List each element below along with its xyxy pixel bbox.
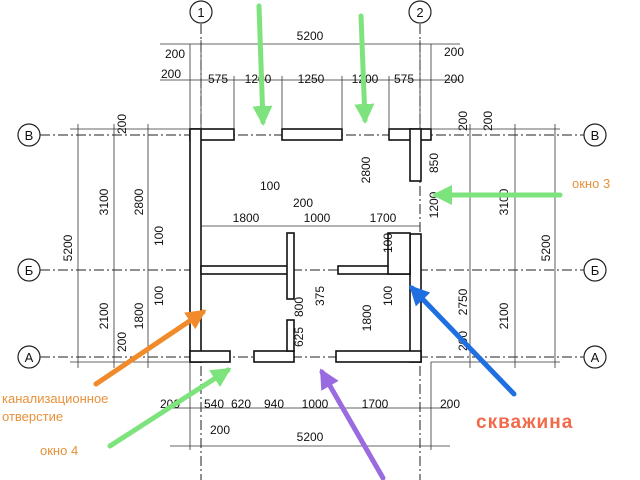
dimension-label: 2750 <box>456 288 470 315</box>
dimension-label: 200 <box>293 196 313 210</box>
dimension-label: 100 <box>152 286 166 306</box>
axis-bubble-b-left: Б <box>17 258 41 282</box>
axis-label: В <box>591 128 600 143</box>
dimension-label: 5200 <box>539 234 553 261</box>
dimension-label: 200 <box>160 397 180 411</box>
dimension-label: 200 <box>115 114 129 134</box>
dimensions-middle: 100 200 1800 1000 1700 800 375 625 1800 <box>233 179 397 347</box>
dimension-label: 3100 <box>497 188 511 215</box>
dimension-label: 375 <box>313 286 327 306</box>
dimension-label: 200 <box>165 47 185 61</box>
arrow-blue-skvazhina <box>409 285 517 397</box>
dimension-label: 100 <box>381 286 395 306</box>
wall-bottom-right <box>335 350 422 363</box>
axis-bubble-b-right: Б <box>583 258 607 282</box>
dimension-label: 200 <box>481 111 495 131</box>
dimension-label: 1700 <box>362 397 389 411</box>
extension-lines <box>70 40 560 450</box>
dimension-label: 1250 <box>298 72 325 86</box>
axis-label: 2 <box>416 5 423 20</box>
dimension-label: 1800 <box>360 304 374 331</box>
dimension-label: 200 <box>210 423 230 437</box>
wall-right-upper <box>409 128 422 182</box>
dimension-label: 1700 <box>370 211 397 225</box>
dimension-label: 540 <box>204 397 224 411</box>
dimension-label: 850 <box>427 153 441 173</box>
dimension-label: 575 <box>208 72 228 86</box>
label-okno3: окно 3 <box>572 176 610 191</box>
dimension-label: 200 <box>440 397 460 411</box>
dimension-label: 1000 <box>304 211 331 225</box>
dimensions-right: 200 200 2800 850 1200 3100 5200 2750 210… <box>359 111 553 351</box>
axis-bubble-v-right: В <box>583 123 607 147</box>
dimension-label: 2800 <box>132 188 146 215</box>
dimension-label: 200 <box>444 45 464 59</box>
wall-bottom-left <box>189 350 231 363</box>
dimension-label: 100 <box>260 179 280 193</box>
axis-bubble-a-left: А <box>17 345 41 369</box>
axis-label: В <box>25 128 34 143</box>
dimension-label: 1800 <box>132 302 146 329</box>
dimension-label: 620 <box>231 397 251 411</box>
dimension-label: 2800 <box>359 156 373 183</box>
arrow-purple <box>319 368 386 480</box>
axis-bubble-a-right: А <box>583 345 607 369</box>
wall-column-right <box>387 232 411 275</box>
dimension-label: 1200 <box>245 72 272 86</box>
annotation-arrows <box>93 3 563 480</box>
arrow-green-okno4 <box>107 367 232 449</box>
dimension-label: 575 <box>394 72 414 86</box>
label-kanal-line1: канализационное <box>2 391 108 406</box>
axis-bubble-v-left: В <box>17 123 41 147</box>
dimension-label: 1800 <box>233 211 260 225</box>
dimension-label: 200 <box>444 72 464 86</box>
wall-top-center <box>281 128 343 141</box>
dimension-label: 100 <box>152 226 166 246</box>
label-kanal-line2: отверстие <box>2 409 63 424</box>
label-skvazhina: скважина <box>476 412 573 433</box>
axis-label: А <box>25 350 34 365</box>
wall-interior-b-left <box>200 265 290 275</box>
wall-interior-partition-upper <box>286 232 295 300</box>
dimension-label: 5200 <box>297 29 324 43</box>
dimensions-top: 5200 200 200 200 575 1200 1250 1200 575 … <box>161 29 464 86</box>
dimension-label: 2100 <box>497 302 511 329</box>
dimension-label: 5200 <box>61 234 75 261</box>
axis-label: А <box>591 350 600 365</box>
dimension-label: 800 <box>292 297 306 317</box>
dimension-label: 200 <box>115 332 129 352</box>
wall-left <box>189 128 202 363</box>
dimension-label: 3100 <box>97 188 111 215</box>
axis-bubble-1: 1 <box>189 0 213 24</box>
dimension-label: 200 <box>161 67 181 81</box>
axis-bubble-2: 2 <box>408 0 432 24</box>
wall-bottom-center <box>253 350 295 363</box>
label-okno4: окно 4 <box>40 443 78 458</box>
dimension-label: 625 <box>292 327 306 347</box>
wall-interior-partition-lower <box>286 319 295 352</box>
dimension-label: 2100 <box>97 302 111 329</box>
dimension-label: 1000 <box>302 397 329 411</box>
dimensions-left: 5200 3100 2100 200 2800 100 100 1800 200 <box>61 114 166 352</box>
arrow-green-top-left <box>252 3 273 126</box>
axis-label: Б <box>25 263 34 278</box>
arrow-green-top-right <box>354 13 375 124</box>
dimension-label: 200 <box>456 111 470 131</box>
axis-label: Б <box>591 263 600 278</box>
axis-label: 1 <box>197 5 204 20</box>
arrow-orange-kanal <box>93 309 207 387</box>
dimension-label: 940 <box>264 397 284 411</box>
dimension-label: 5200 <box>297 430 324 444</box>
dimensions-bottom: 200 540 620 940 1000 1700 200 200 5200 <box>160 397 460 444</box>
dimension-label: 100 <box>381 233 395 253</box>
